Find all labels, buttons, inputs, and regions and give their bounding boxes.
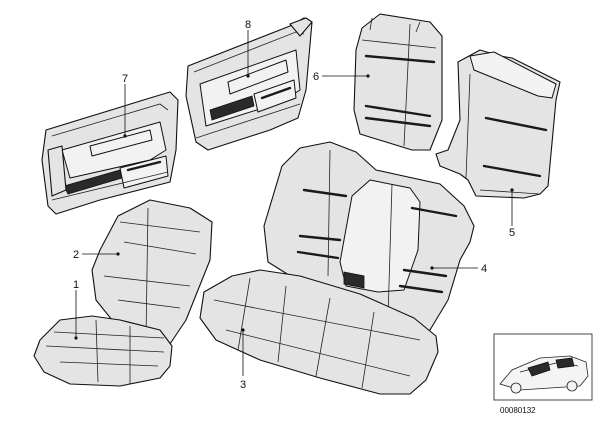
vehicle-inset [493, 333, 593, 401]
rear-backrest-section-right [435, 49, 561, 199]
callout-8: 8 [245, 19, 251, 31]
callout-3-rear-cushion: 3 [240, 379, 246, 391]
rear-seat-cushion [199, 269, 439, 395]
callout-5: 5 [509, 227, 515, 239]
leader-lines [74, 30, 514, 376]
rear-backrest-section-upper [353, 13, 443, 151]
callout-4: 4 [481, 263, 487, 275]
rear-door-panel [185, 17, 313, 151]
callout-7: 7 [122, 73, 128, 85]
front-door-panel [41, 91, 179, 215]
front-seat-cushion [33, 315, 173, 387]
callout-1: 1 [73, 279, 79, 291]
callout-6-rear-backrest-section: 6 [313, 71, 319, 83]
document-number: 00080132 [500, 406, 536, 415]
front-seat-backrest [91, 199, 213, 347]
callout-2: 2 [73, 249, 79, 261]
